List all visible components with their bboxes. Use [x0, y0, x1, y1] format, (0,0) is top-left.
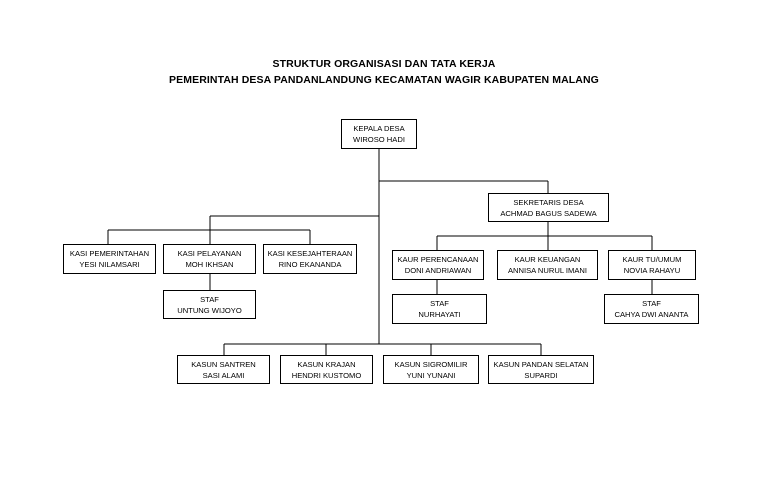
node-kasun-santren: KASUN SANTREN SASI ALAMI — [177, 355, 270, 384]
chart-title-line1: STRUKTUR ORGANISASI DAN TATA KERJA — [272, 58, 496, 70]
node-name: MOH IKHSAN — [185, 260, 234, 269]
node-kepala-desa: KEPALA DESA WIROSO HADI — [341, 119, 417, 149]
node-role: KASUN SANTREN — [191, 359, 256, 369]
node-name: CAHYA DWI ANANTA — [614, 310, 689, 319]
node-kasun-pandan-selatan: KASUN PANDAN SELATAN SUPARDI — [488, 355, 594, 384]
node-name: YESI NILAMSARI — [79, 260, 140, 269]
node-role: SEKRETARIS DESA — [513, 197, 584, 207]
node-name: NOVIA RAHAYU — [623, 266, 681, 275]
node-role: KASUN KRAJAN — [297, 359, 356, 369]
node-name: RINO EKANANDA — [278, 260, 342, 269]
node-role: KASUN PANDAN SELATAN — [493, 359, 589, 369]
node-role: KASUN SIGROMILIR — [394, 359, 468, 369]
node-staf-pelayanan: STAF UNTUNG WIJOYO — [163, 290, 256, 319]
node-kasi-pelayanan: KASI PELAYANAN MOH IKHSAN — [163, 244, 256, 274]
node-name: DONI ANDRIAWAN — [404, 266, 472, 275]
node-kaur-perencanaan: KAUR PERENCANAAN DONI ANDRIAWAN — [392, 250, 484, 280]
node-role: KASI PELAYANAN — [177, 249, 242, 258]
node-role: KASI KESEJAHTERAAN — [267, 249, 353, 258]
node-name: WIROSO HADI — [353, 135, 405, 144]
node-name: SASI ALAMI — [202, 370, 245, 380]
node-name: ACHMAD BAGUS SADEWA — [500, 208, 597, 218]
node-role: KEPALA DESA — [353, 124, 405, 133]
node-name: YUNI YUNANI — [406, 370, 456, 380]
node-kasi-pemerintahan: KASI PEMERINTAHAN YESI NILAMSARI — [63, 244, 156, 274]
node-kasun-sigromilir: KASUN SIGROMILIR YUNI YUNANI — [383, 355, 479, 384]
node-kasi-kesejahteraan: KASI KESEJAHTERAAN RINO EKANANDA — [263, 244, 357, 274]
node-name: HENDRI KUSTOMO — [291, 370, 362, 380]
node-role: STAF — [642, 299, 661, 308]
node-kaur-tu-umum: KAUR TU/UMUM NOVIA RAHAYU — [608, 250, 696, 280]
node-staf-tu: STAF CAHYA DWI ANANTA — [604, 294, 699, 324]
node-name: NURHAYATI — [418, 310, 461, 319]
node-role: KASI PEMERINTAHAN — [69, 249, 150, 258]
node-role: KAUR TU/UMUM — [622, 255, 682, 264]
node-name: UNTUNG WIJOYO — [177, 305, 242, 315]
node-kaur-keuangan: KAUR KEUANGAN ANNISA NURUL IMANI — [497, 250, 598, 280]
node-staf-perencanaan: STAF NURHAYATI — [392, 294, 487, 324]
node-sekretaris-desa: SEKRETARIS DESA ACHMAD BAGUS SADEWA — [488, 193, 609, 222]
node-role: STAF — [430, 299, 449, 308]
node-name: ANNISA NURUL IMANI — [507, 266, 588, 275]
node-kasun-krajan: KASUN KRAJAN HENDRI KUSTOMO — [280, 355, 373, 384]
node-role: STAF — [200, 294, 219, 304]
node-name: SUPARDI — [524, 370, 558, 380]
node-role: KAUR PERENCANAAN — [397, 255, 479, 264]
node-role: KAUR KEUANGAN — [514, 255, 581, 264]
chart-title-line2: PEMERINTAH DESA PANDANLANDUNG KECAMATAN … — [169, 74, 599, 86]
